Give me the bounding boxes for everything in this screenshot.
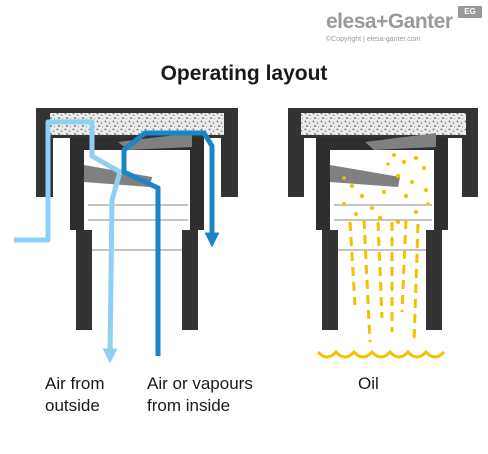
air-outside-flow — [14, 119, 123, 364]
oil-droplets — [342, 153, 430, 228]
air-inside-flow — [121, 130, 220, 356]
brand-badge: EG — [458, 6, 482, 18]
label-oil: Oil — [358, 374, 379, 393]
right-baffle-upper — [365, 133, 436, 150]
left-body-wall-left — [76, 230, 92, 330]
diagram-title: Operating layout — [160, 62, 328, 85]
brand-name: elesa+Ganter — [326, 10, 453, 33]
left-baffle-upper — [118, 133, 192, 150]
right-filter-layer — [301, 113, 466, 135]
oil-surface — [316, 349, 446, 359]
left-breather — [36, 108, 238, 330]
label-air-from-outside: Air from outside — [45, 374, 105, 415]
right-body-wall-right — [426, 230, 442, 330]
brand-logo: elesa+Ganter EG ©Copyright | elesa-gante… — [326, 6, 484, 50]
brand-copyright: ©Copyright | elesa-ganter.com — [326, 36, 421, 43]
right-baffle-lower — [330, 165, 400, 187]
right-body-wall-left — [322, 230, 338, 330]
right-breather — [288, 108, 478, 330]
left-inner-housing — [70, 138, 204, 230]
label-air-vapours-inside: Air or vapours from inside — [147, 374, 253, 415]
right-inner-housing — [316, 138, 448, 230]
left-body-bore — [92, 230, 182, 330]
left-body-wall-right — [182, 230, 198, 330]
oil-streams — [348, 219, 420, 343]
